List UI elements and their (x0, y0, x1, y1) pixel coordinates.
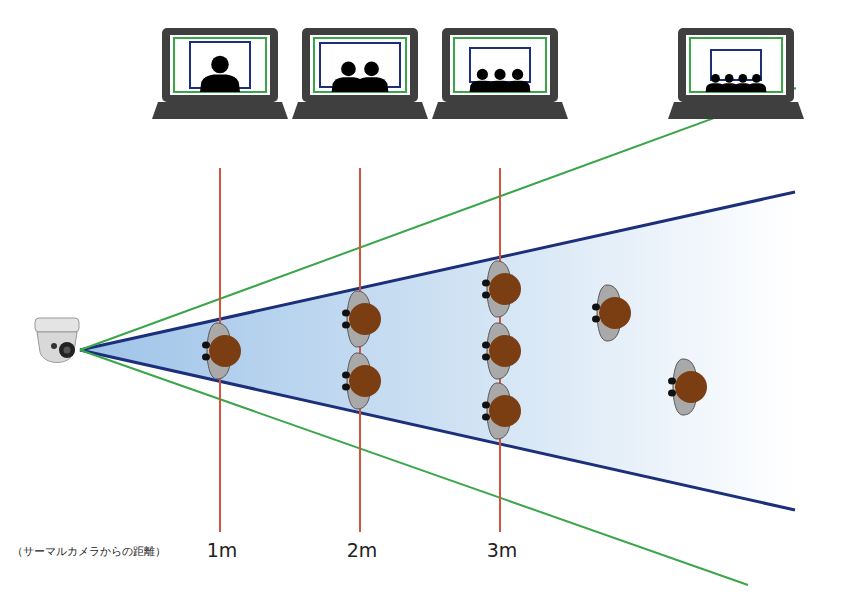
wide-frame (690, 38, 782, 92)
screen-area (310, 35, 410, 95)
person-head (738, 74, 747, 83)
distance-label: 3m (487, 539, 518, 561)
screen-area (170, 35, 270, 95)
wide-frame (314, 38, 406, 92)
wide-frame (174, 38, 266, 92)
laptop-screen (302, 28, 418, 102)
laptop-screen (678, 28, 794, 102)
person-head (364, 62, 379, 77)
laptop-base (152, 102, 288, 119)
person-head (494, 69, 505, 80)
laptop (292, 28, 428, 119)
axis-note: （サーマルカメラからの距離） (12, 544, 166, 559)
laptop-screen (162, 28, 278, 102)
laptop-base (292, 102, 428, 119)
laptop-base (668, 102, 804, 119)
person-head (711, 74, 720, 83)
screen-area (686, 35, 786, 95)
person-head (512, 69, 523, 80)
wide-frame (454, 38, 546, 92)
detection-frame (470, 48, 530, 82)
laptop (668, 28, 804, 119)
person-head (477, 69, 488, 80)
person-body (505, 81, 531, 92)
person-body (355, 77, 389, 92)
laptop (152, 28, 288, 119)
screen-area (450, 35, 550, 95)
laptop-base (432, 102, 568, 119)
person-head (211, 56, 229, 74)
person-head (725, 74, 734, 83)
person-head (341, 62, 356, 77)
distance-label: 2m (347, 539, 378, 561)
distance-label: 1m (207, 539, 238, 561)
laptop (432, 28, 568, 119)
person-body (747, 83, 767, 92)
person-body (200, 75, 240, 93)
person-head (752, 74, 761, 83)
laptop-screen (442, 28, 558, 102)
